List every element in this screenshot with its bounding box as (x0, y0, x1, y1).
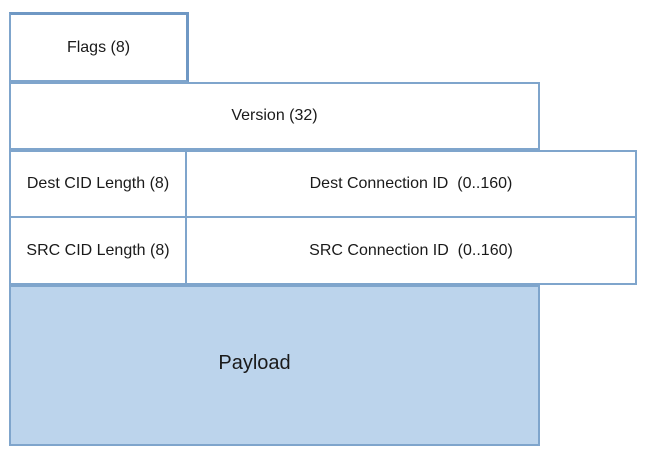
src-cid-length-field: SRC CID Length (8) (9, 216, 187, 285)
payload-field: Payload (9, 285, 540, 446)
src-connection-id-label: SRC Connection ID (0..160) (309, 241, 513, 259)
flags-label: Flags (8) (66, 38, 131, 56)
flags-field: Flags (8) (9, 12, 189, 82)
dest-cid-length-field: Dest CID Length (8) (9, 150, 187, 218)
dest-connection-id-field: Dest Connection ID (0..160) (185, 150, 637, 218)
src-connection-id-field: SRC Connection ID (0..160) (185, 216, 637, 285)
src-cid-length-label: SRC CID Length (8) (26, 241, 170, 259)
version-label: Version (32) (231, 107, 318, 124)
dest-connection-id-label: Dest Connection ID (0..160) (309, 175, 513, 192)
payload-label: Payload (218, 352, 291, 374)
version-field: Version (32) (9, 82, 540, 150)
dest-cid-length-label: Dest CID Length (8) (26, 175, 170, 192)
